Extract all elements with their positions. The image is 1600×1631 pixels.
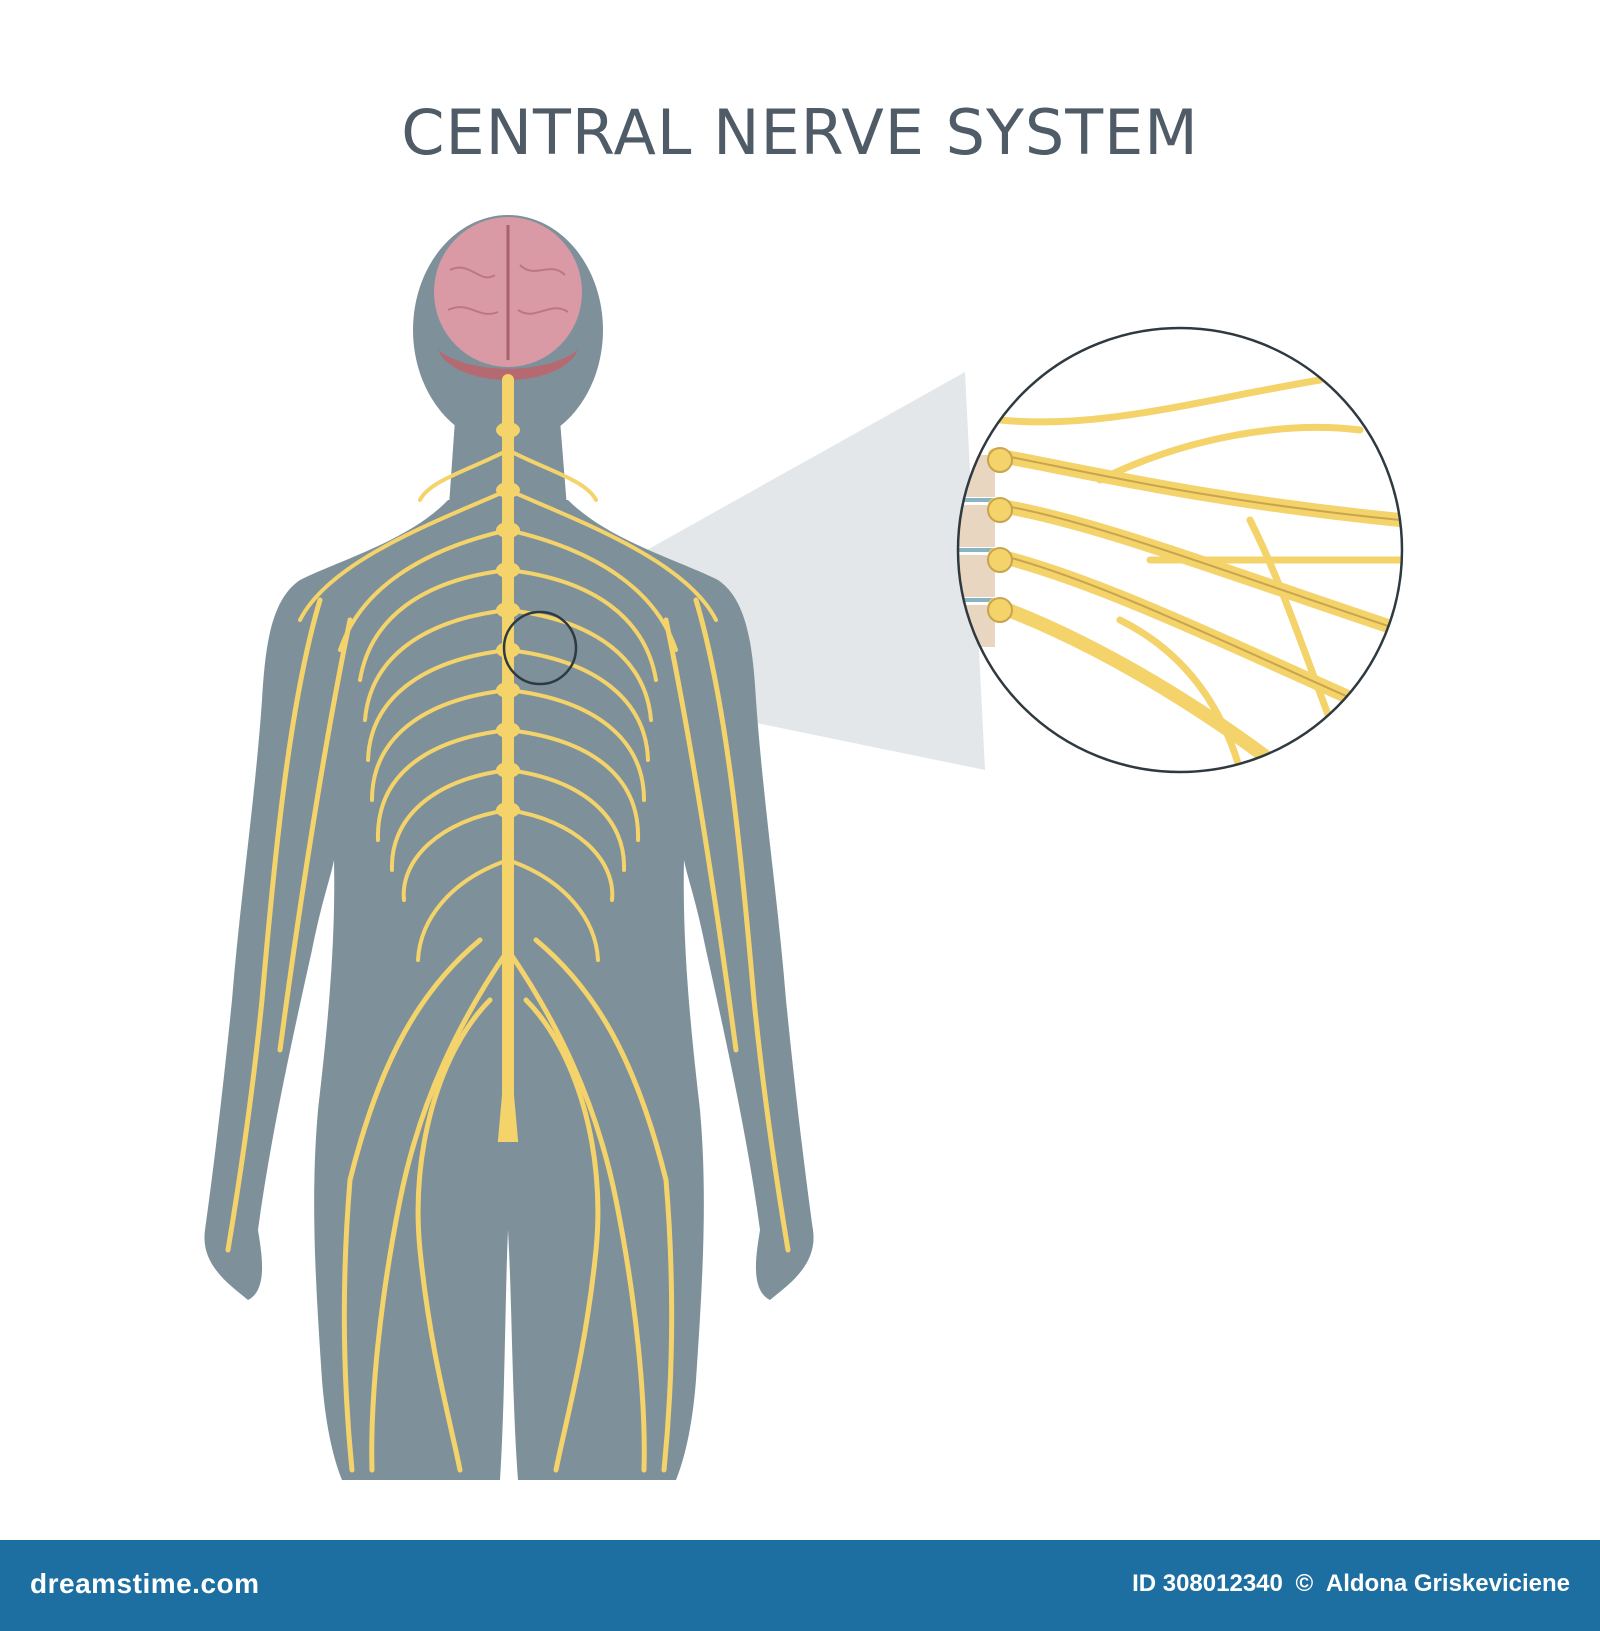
nerve-network bbox=[225, 374, 791, 1473]
zoom-detail-circle bbox=[956, 326, 1404, 774]
image-id: ID 308012340 bbox=[1132, 1570, 1283, 1597]
nervous-system-illustration bbox=[204, 215, 1404, 1480]
stock-footer-bar: dreamstime.com ID 308012340 © Aldona Gri… bbox=[0, 1540, 1600, 1631]
copyright-icon: © bbox=[1295, 1570, 1314, 1597]
brain-icon bbox=[434, 217, 582, 380]
author-name[interactable]: Aldona Griskeviciene bbox=[1325, 1570, 1570, 1597]
diagram-title: CENTRAL NERVE SYSTEM bbox=[401, 96, 1199, 169]
brand-logo-text[interactable]: dreamstime.com bbox=[30, 1568, 260, 1599]
image-credit: ID 308012340 © Aldona Griskeviciene bbox=[1126, 1570, 1570, 1598]
magnify-circle-icon bbox=[502, 610, 578, 686]
